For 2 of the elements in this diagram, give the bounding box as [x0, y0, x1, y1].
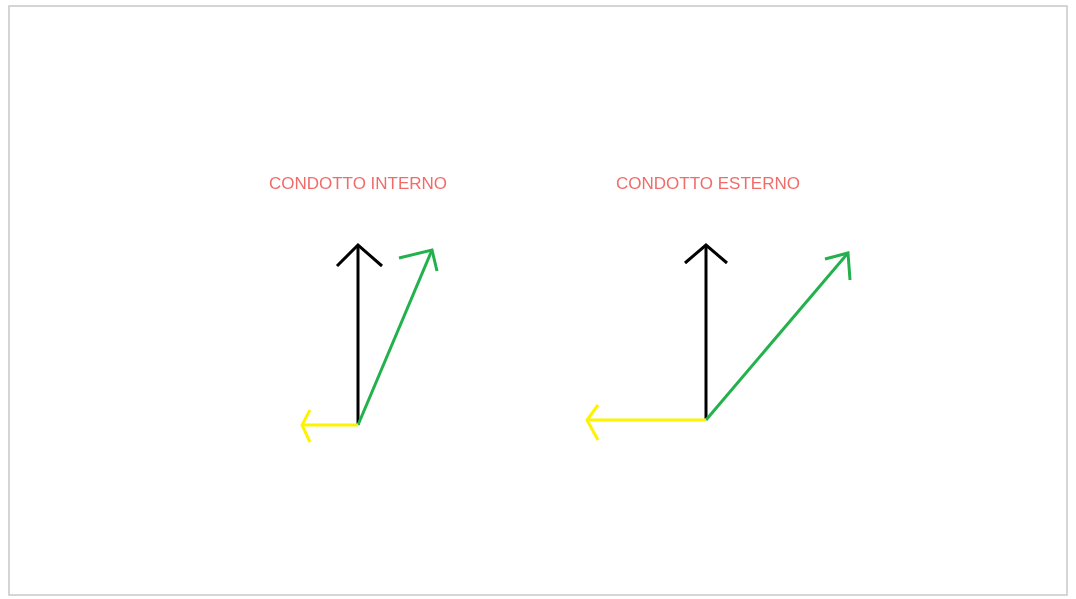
heading-label: CONDOTTO INTERNO	[268, 174, 448, 194]
heading-label: CONDOTTO ESTERNO	[616, 174, 800, 194]
